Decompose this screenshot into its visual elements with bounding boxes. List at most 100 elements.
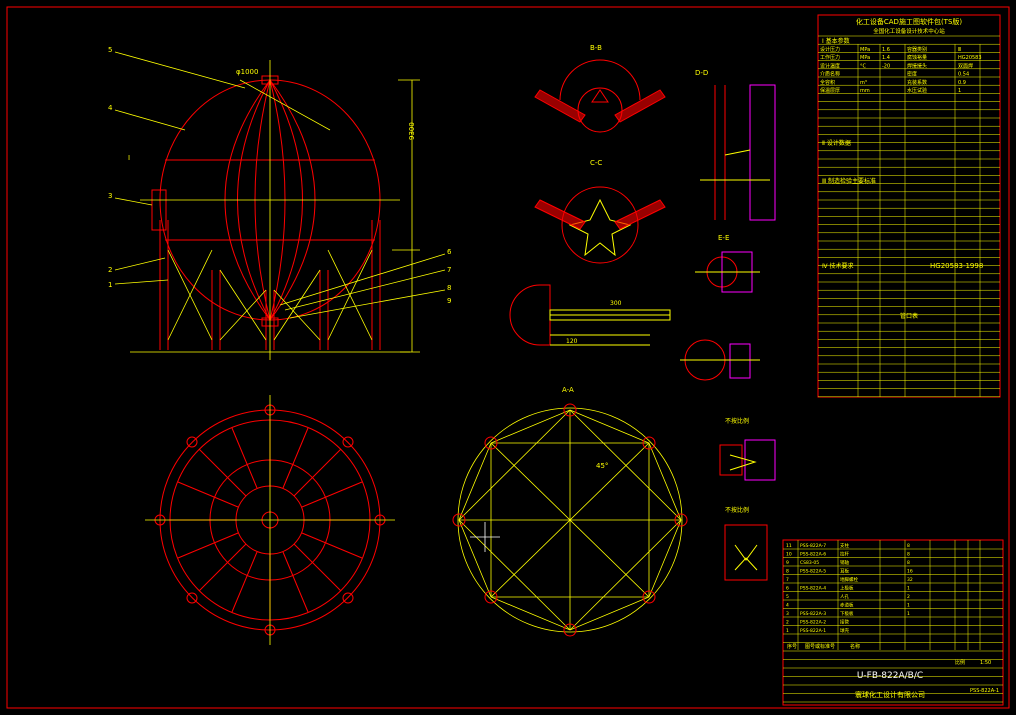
bom-cell: 6 [786,586,789,592]
spec-section-basic: Ⅰ 基本参数 [822,37,850,45]
weld-detail-a [719,439,776,481]
bom-cell: PSS-822A-5 [800,569,826,575]
spec-subheader: 全国化工设备设计技术中心站 [873,27,945,35]
weld-b-label: 不按比例 [725,506,749,514]
bom-no-header: 图号或标准号 [805,643,835,650]
bom-cell: 赤道板 [840,602,854,609]
bb-arc [559,59,641,101]
aa-leg-circles [452,403,688,637]
spec-cell: 0.9 [958,80,966,86]
bom-cell: 32 [907,577,913,583]
bom-seq-header: 序号 [787,643,797,650]
callout-5: 5 [108,46,112,54]
bom-cell: PSS-822A-4 [800,586,826,592]
callout-9: 9 [447,297,451,305]
aa-radials [459,410,681,630]
weld-detail-b [724,524,768,581]
bom-cell: 5 [786,594,789,600]
ee-label: E-E [718,234,729,242]
section-aa-view [457,407,683,633]
spec-cell: °C [860,63,867,69]
bom-cell: 2 [907,594,910,600]
spec-cell: MPa [860,55,870,61]
spec-cell: 水压试验 [907,87,927,94]
bom-cell: 地脚螺栓 [840,576,858,583]
spec-cell: 充装系数 [907,79,927,86]
bom-cell: 16 [907,569,913,575]
bom-cell: 8 [907,560,910,566]
bom-cell: PSS-822A-7 [800,543,826,549]
spec-section-design: Ⅱ 设计数据 [822,139,851,147]
bom-cell: 7 [786,577,789,583]
bom-name-header: 名称 [850,643,860,650]
spec-cell: 1 [958,88,961,94]
detail-ee-view [680,251,760,381]
spec-header: 化工设备CAD施工图软件包(TS版) [856,17,963,26]
sheet-number: PSS-822A-1 [970,688,999,694]
spec-cell: -20 [882,63,890,69]
bom-cell: PSS-822A-1 [800,628,826,634]
spec-cell: 设计温度 [820,62,840,69]
section-cc-view [534,186,666,264]
scale-value: 1:50 [980,660,991,666]
callout-2: 2 [108,266,112,274]
aa-angle-label: 45° [596,462,608,470]
bom-cell: CS83-05 [800,560,819,566]
bom-cell: 8 [786,569,789,575]
spec-section-materials: Ⅲ 制造检验主要标准 [822,177,876,185]
spec-cell: 双面焊 [958,62,973,69]
bom-cell: 1 [786,628,789,634]
bom-cell: 拉杆 [840,551,849,558]
bom-cell: 1 [907,611,910,617]
callout-7: 7 [447,266,451,274]
scale-label: 比例 [955,659,965,666]
bom-cell: 球壳 [840,627,849,634]
ladder-box [151,189,167,231]
spec-cell: MPa [860,47,870,53]
section-bb-view [534,59,666,133]
callout-6: 6 [447,248,452,256]
dd-plate [749,84,776,221]
bb-arm-right [614,89,666,123]
spec-cell: 腐蚀裕量 [907,54,927,61]
spec-cell: 工作压力 [820,54,840,61]
bb-label: B-B [590,44,602,52]
spec-cell: 密度 [907,71,917,78]
cross-braces [114,51,446,360]
detail-9-view [509,284,671,346]
aa-brace-lines [458,409,682,631]
weld-a-label: 不按比例 [725,417,749,425]
bom-cell: 支柱 [840,542,849,549]
bom-cell: 3 [786,611,789,617]
bom-cell: PSS-822A-2 [800,620,826,626]
aa-label: A-A [562,386,574,394]
spec-cell: m³ [860,80,867,86]
callout-3: 3 [108,192,112,200]
dim-300: 300 [610,300,622,307]
spec-cell: 1.6 [882,47,890,53]
bom-cell: 11 [786,543,792,549]
top-dia-label: φ1000 [236,68,258,76]
height-dim: 9300 [408,122,416,140]
dim-120: 120 [566,338,578,345]
dd-label: D-D [695,69,708,77]
aa-outer-circle [457,407,683,633]
sheet-frame [6,6,1010,709]
cc-arm-right [614,199,666,230]
bom-cell: PSS-822A-6 [800,552,826,558]
callout-8: 8 [447,284,451,292]
bom-cell: 耳板 [840,568,849,575]
spec-std-code: HG20583-1998 [930,262,983,270]
spec-cell: 容器类别 [907,46,927,53]
cc-ring [561,186,639,264]
bom-cell: 1 [907,586,910,592]
spec-cell: Ⅲ [958,47,961,53]
spec-cell: 焊接接头 [907,62,927,69]
bom-cell: PSS-822A-3 [800,611,826,617]
callout-1: 1 [108,281,112,289]
bom-cell: 销轴 [840,559,849,566]
section-i-label: I [128,154,130,162]
cc-label: C-C [590,159,602,167]
spec-cell: 全容积 [820,79,835,86]
